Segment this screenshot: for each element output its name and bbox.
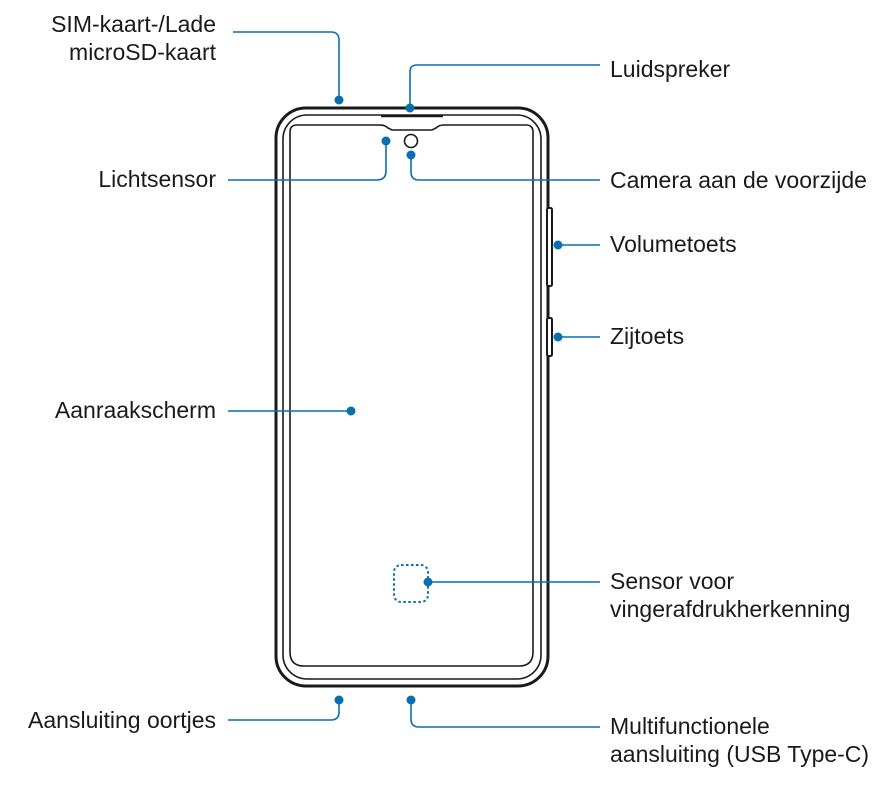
touchscreen-label: Aanraakscherm	[55, 396, 216, 424]
volume-key-label-text: Volumetoets	[610, 231, 737, 257]
sim-tray-label-line1: SIM-kaart-/Lade	[51, 11, 216, 37]
sim-tray-label: SIM-kaart-/Lade microSD-kaart	[51, 10, 216, 66]
front-camera-label-text: Camera aan de voorzijde	[610, 167, 867, 193]
earphone-jack-dot	[334, 695, 344, 705]
callout-lines	[228, 31, 600, 728]
speaker-callout-line	[409, 64, 600, 106]
multipurpose-label-line2: aansluiting (USB Type-C)	[610, 741, 870, 767]
sim-tray-label-line2: microSD-kaart	[69, 39, 216, 65]
touchscreen-area	[289, 124, 534, 667]
earphone-jack-label-text: Aansluiting oortjes	[28, 707, 216, 733]
callout-dots	[334, 95, 563, 705]
side-key-button	[546, 317, 553, 357]
phone-body	[274, 106, 553, 688]
fingerprint-dot	[423, 577, 433, 587]
fingerprint-sensor-area	[393, 564, 429, 603]
side-key-label: Zijtoets	[610, 322, 684, 350]
speaker-label: Luidspreker	[610, 55, 730, 83]
light-sensor-label: Lichtsensor	[98, 165, 216, 193]
multipurpose-label-line1: Multifunctionele	[610, 713, 770, 739]
earphone-jack-callout-line	[228, 700, 340, 721]
volume-key-label: Volumetoets	[610, 230, 737, 258]
fingerprint-label: Sensor voor vingerafdrukherkenning	[610, 567, 850, 623]
front-camera-label: Camera aan de voorzijde	[610, 166, 867, 194]
multipurpose-dot	[406, 695, 416, 705]
light-sensor-callout-line	[228, 142, 387, 181]
multipurpose-label: Multifunctionele aansluiting (USB Type-C…	[610, 712, 869, 768]
speaker-label-text: Luidspreker	[610, 56, 731, 82]
multipurpose-callout-line	[410, 700, 600, 728]
light-sensor-dot	[381, 136, 391, 146]
sim-tray-dot	[334, 95, 344, 105]
light-sensor-label-text: Lichtsensor	[98, 166, 216, 192]
phone-outer-frame	[274, 106, 550, 688]
side-key-dot	[553, 332, 563, 342]
touchscreen-dot	[346, 406, 356, 416]
volume-key-button	[546, 207, 553, 287]
front-camera-dot	[406, 150, 416, 160]
front-camera-callout-line	[410, 156, 600, 181]
sim-tray-callout-line	[233, 31, 340, 100]
side-key-label-text: Zijtoets	[610, 323, 685, 349]
speaker-dot	[405, 103, 415, 113]
volume-key-dot	[553, 240, 563, 250]
phone-inner-frame	[282, 114, 542, 680]
touchscreen-label-text: Aanraakscherm	[54, 397, 216, 423]
earphone-jack-label: Aansluiting oortjes	[28, 706, 216, 734]
fingerprint-label-line2: vingerafdrukherkenning	[610, 596, 851, 622]
fingerprint-label-line1: Sensor voor	[610, 568, 735, 594]
front-camera-lens	[403, 133, 419, 149]
